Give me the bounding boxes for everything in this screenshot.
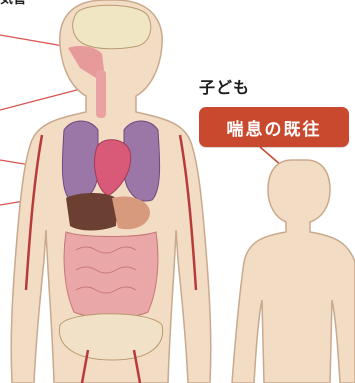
left-lung [62, 121, 98, 201]
asthma-history-badge: 喘息の既往 [199, 107, 349, 147]
pelvis [59, 314, 162, 360]
child-body [232, 160, 355, 383]
child-title: 子ども [199, 74, 250, 98]
adult-body [11, 0, 211, 383]
liver [66, 193, 118, 231]
intestines [64, 232, 158, 318]
brain [73, 5, 151, 49]
trachea [96, 70, 106, 118]
